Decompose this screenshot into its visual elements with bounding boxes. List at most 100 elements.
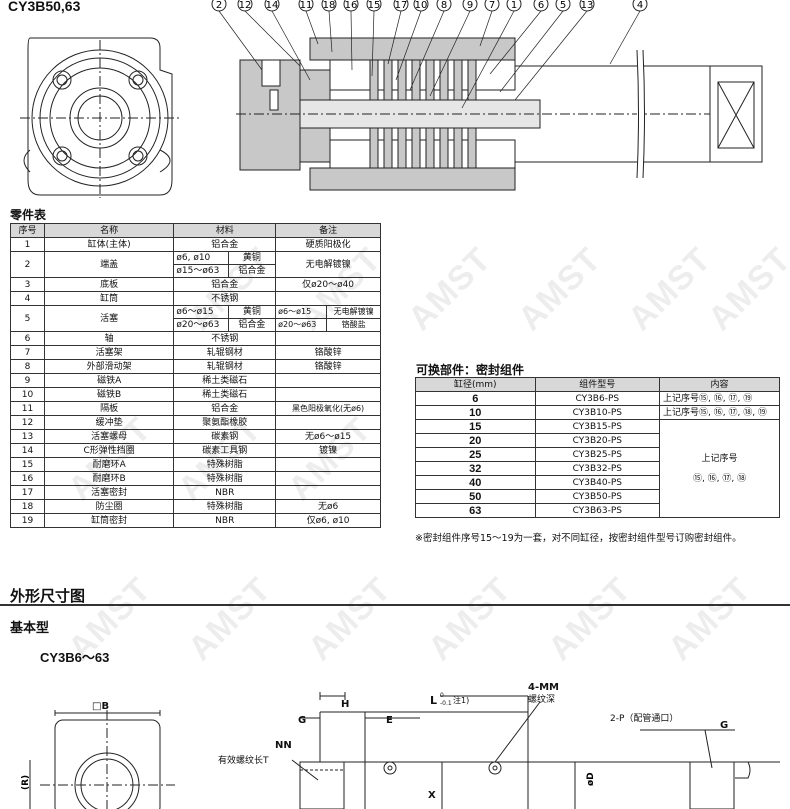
balloon: 18: [321, 0, 337, 12]
section-title: 外形尺寸图: [10, 587, 86, 605]
svg-text:2: 2: [216, 0, 222, 11]
dim-P: 2-P（配管通口）: [610, 712, 678, 724]
dim-B: □B: [92, 701, 109, 712]
seal-kit-note: ※密封组件序号15～19为一套，对不同缸径，按密封组件型号订购密封组件。: [415, 533, 742, 544]
dim-X: X: [428, 790, 436, 801]
dim-R: (R): [21, 775, 31, 790]
dim-NN: NN: [275, 740, 292, 751]
balloon: 2: [211, 0, 227, 12]
watermark: AMST: [400, 240, 499, 339]
svg-text:12: 12: [239, 0, 252, 11]
dim-MM: 4-MM: [528, 682, 559, 693]
balloon: 15: [366, 0, 382, 12]
svg-text:7: 7: [489, 0, 495, 11]
col-header: 材料: [173, 223, 277, 238]
watermark: AMST: [620, 240, 719, 339]
col-header: 备注: [275, 223, 381, 238]
dim-G2: G: [720, 720, 728, 731]
balloon: 6: [533, 0, 549, 12]
balloon: 16: [343, 0, 359, 12]
dim-D: øD: [586, 772, 596, 786]
balloon: 13: [579, 0, 595, 12]
svg-text:5: 5: [560, 0, 566, 11]
balloon: 7: [484, 0, 500, 12]
dimension-drawing: □B G H E L 0 -0.1 注1) 4-MM 螺纹深 2-P（配管通口）…: [21, 682, 780, 809]
dim-G: G: [298, 715, 306, 726]
svg-text:11: 11: [300, 0, 313, 11]
svg-text:4: 4: [637, 0, 643, 11]
seal-table-title: 可换部件：密封组件: [416, 363, 525, 377]
balloon: 8: [436, 0, 452, 12]
watermark: AMST: [510, 240, 609, 339]
subsection-title: 基本型: [10, 621, 50, 636]
col-header: 名称: [43, 223, 175, 238]
watermark: AMST: [300, 570, 399, 669]
watermark: AMST: [700, 240, 790, 339]
dim-L: L: [430, 694, 437, 707]
col-header: 组件型号: [534, 377, 661, 392]
balloon: 14: [264, 0, 280, 12]
svg-text:1: 1: [511, 0, 517, 11]
balloon-row: 2 12 14 11 18 16 15 17 10 8 9 7 1 6 5 13…: [211, 0, 648, 12]
balloon: 11: [298, 0, 314, 12]
watermark: AMST: [660, 570, 759, 669]
dim-L-tol-upper: 0: [440, 692, 444, 699]
parts-table-title: 零件表: [10, 208, 47, 222]
dim-NN-desc: 有效螺纹长T: [218, 754, 269, 766]
watermark: AMST: [540, 570, 639, 669]
svg-text:9: 9: [467, 0, 473, 11]
dim-L-note: 注1): [453, 695, 469, 705]
dim-L-tol-lower: -0.1: [440, 700, 452, 707]
watermark: AMST: [180, 570, 279, 669]
balloon: 10: [413, 0, 429, 12]
leader-lines: [218, 10, 641, 109]
section-view: [236, 37, 763, 191]
merged-content-cell: 上记序号 ⑮, ⑯, ⑰, ⑱: [659, 419, 780, 518]
end-view: [20, 37, 180, 198]
balloon: 9: [462, 0, 478, 12]
dim-E: E: [386, 715, 393, 726]
col-header: 内容: [659, 377, 780, 392]
svg-text:10: 10: [415, 0, 428, 11]
svg-text:8: 8: [441, 0, 447, 11]
svg-text:18: 18: [323, 0, 336, 11]
balloon: 5: [555, 0, 571, 12]
model-title: CY3B50,63: [8, 0, 81, 14]
balloon: 4: [632, 0, 648, 12]
svg-text:14: 14: [266, 0, 279, 11]
balloon: 12: [237, 0, 253, 12]
dim-MM-desc: 螺纹深: [528, 693, 555, 705]
balloon: 1: [506, 0, 522, 12]
svg-text:6: 6: [538, 0, 544, 11]
svg-text:13: 13: [581, 0, 594, 11]
svg-text:16: 16: [345, 0, 358, 11]
svg-text:15: 15: [368, 0, 381, 11]
dim-H: H: [341, 699, 349, 710]
svg-text:17: 17: [395, 0, 408, 11]
col-header: 序号: [10, 223, 45, 238]
